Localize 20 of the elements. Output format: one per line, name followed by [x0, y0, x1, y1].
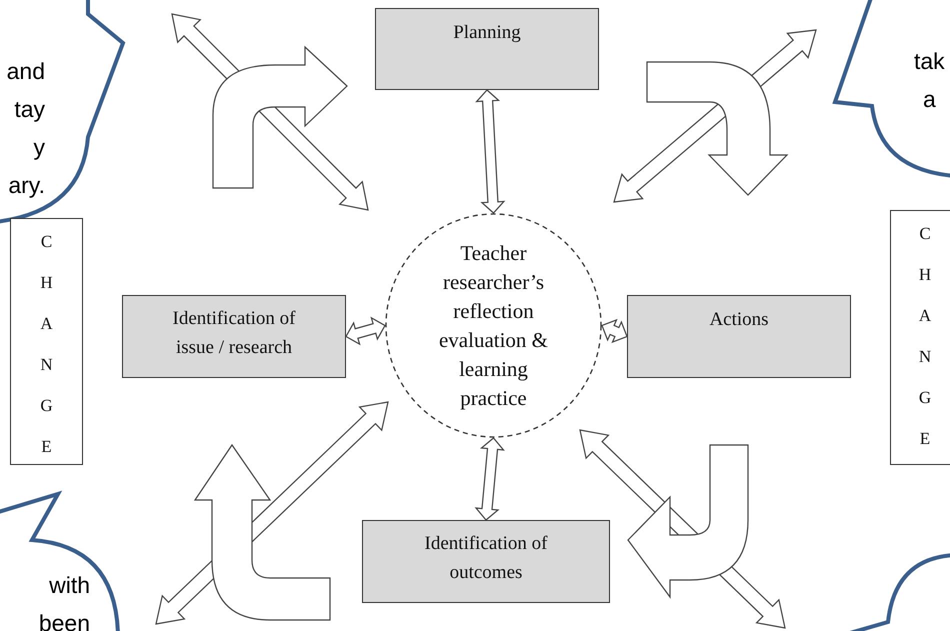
process-box: [627, 295, 851, 378]
process-box: [122, 295, 346, 378]
double-block-arrow: [345, 316, 386, 346]
box-label: Identification of issue / research: [172, 307, 296, 360]
box-label: Identification of outcomes: [424, 532, 548, 585]
double-block-arrow: [475, 89, 506, 214]
vertical-label: CHANGE: [918, 223, 932, 450]
bubble-text: and tay y ary.: [6, 57, 45, 200]
box-label: Actions: [708, 308, 770, 332]
double-block-arrow: [474, 437, 505, 521]
double-block-arrow: [601, 318, 628, 344]
process-box: [362, 520, 610, 603]
vertical-text-box: [10, 218, 83, 465]
bubble-text: with been: [38, 571, 90, 631]
center-text: Teacher researcher’s reflection evaluation & learning practice: [438, 240, 550, 412]
vertical-text-box: [890, 210, 950, 465]
vertical-label: CHANGE: [39, 231, 54, 458]
box-label: Planning: [452, 21, 522, 45]
bubble-text: tak a: [914, 47, 945, 114]
process-box: [375, 8, 599, 90]
